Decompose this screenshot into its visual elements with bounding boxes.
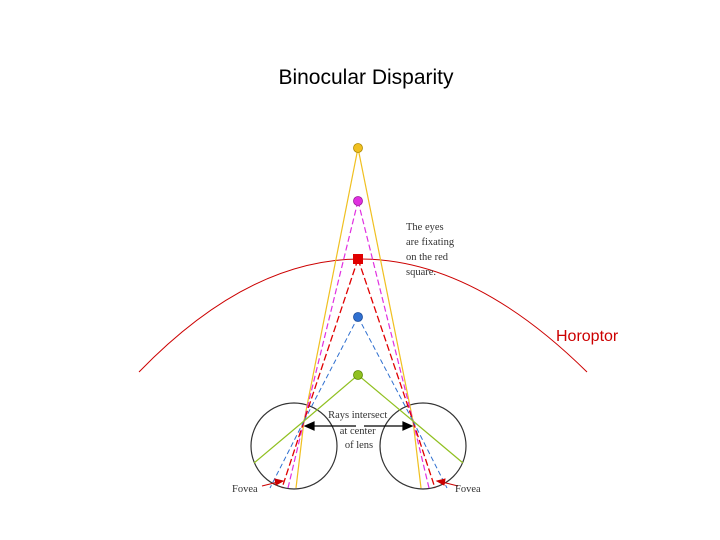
horopter-label: Horoptor	[556, 328, 619, 345]
eyes-fixating-note: The eyes are fixating on the red square.	[406, 222, 457, 278]
yellow-point	[354, 144, 363, 153]
eyes-note-line: square.	[406, 267, 436, 278]
rays-note-line: of lens	[345, 440, 373, 451]
green-point	[354, 371, 363, 380]
eyes-note-line: are fixating	[406, 237, 455, 248]
magenta-point	[354, 197, 363, 206]
left-eye	[251, 403, 337, 489]
blue-point	[354, 313, 363, 322]
rays-note-line: Rays intersect	[328, 410, 387, 421]
fovea-left-label: Fovea	[232, 484, 258, 495]
eyes-note-line: The eyes	[406, 222, 444, 233]
fovea-right-label: Fovea	[455, 484, 481, 495]
eyes-note-line: on the red	[406, 252, 449, 263]
horopter-curve	[139, 259, 587, 372]
red-square	[353, 254, 363, 264]
right-eye	[380, 403, 466, 489]
rays-note-line: at center	[340, 426, 376, 437]
